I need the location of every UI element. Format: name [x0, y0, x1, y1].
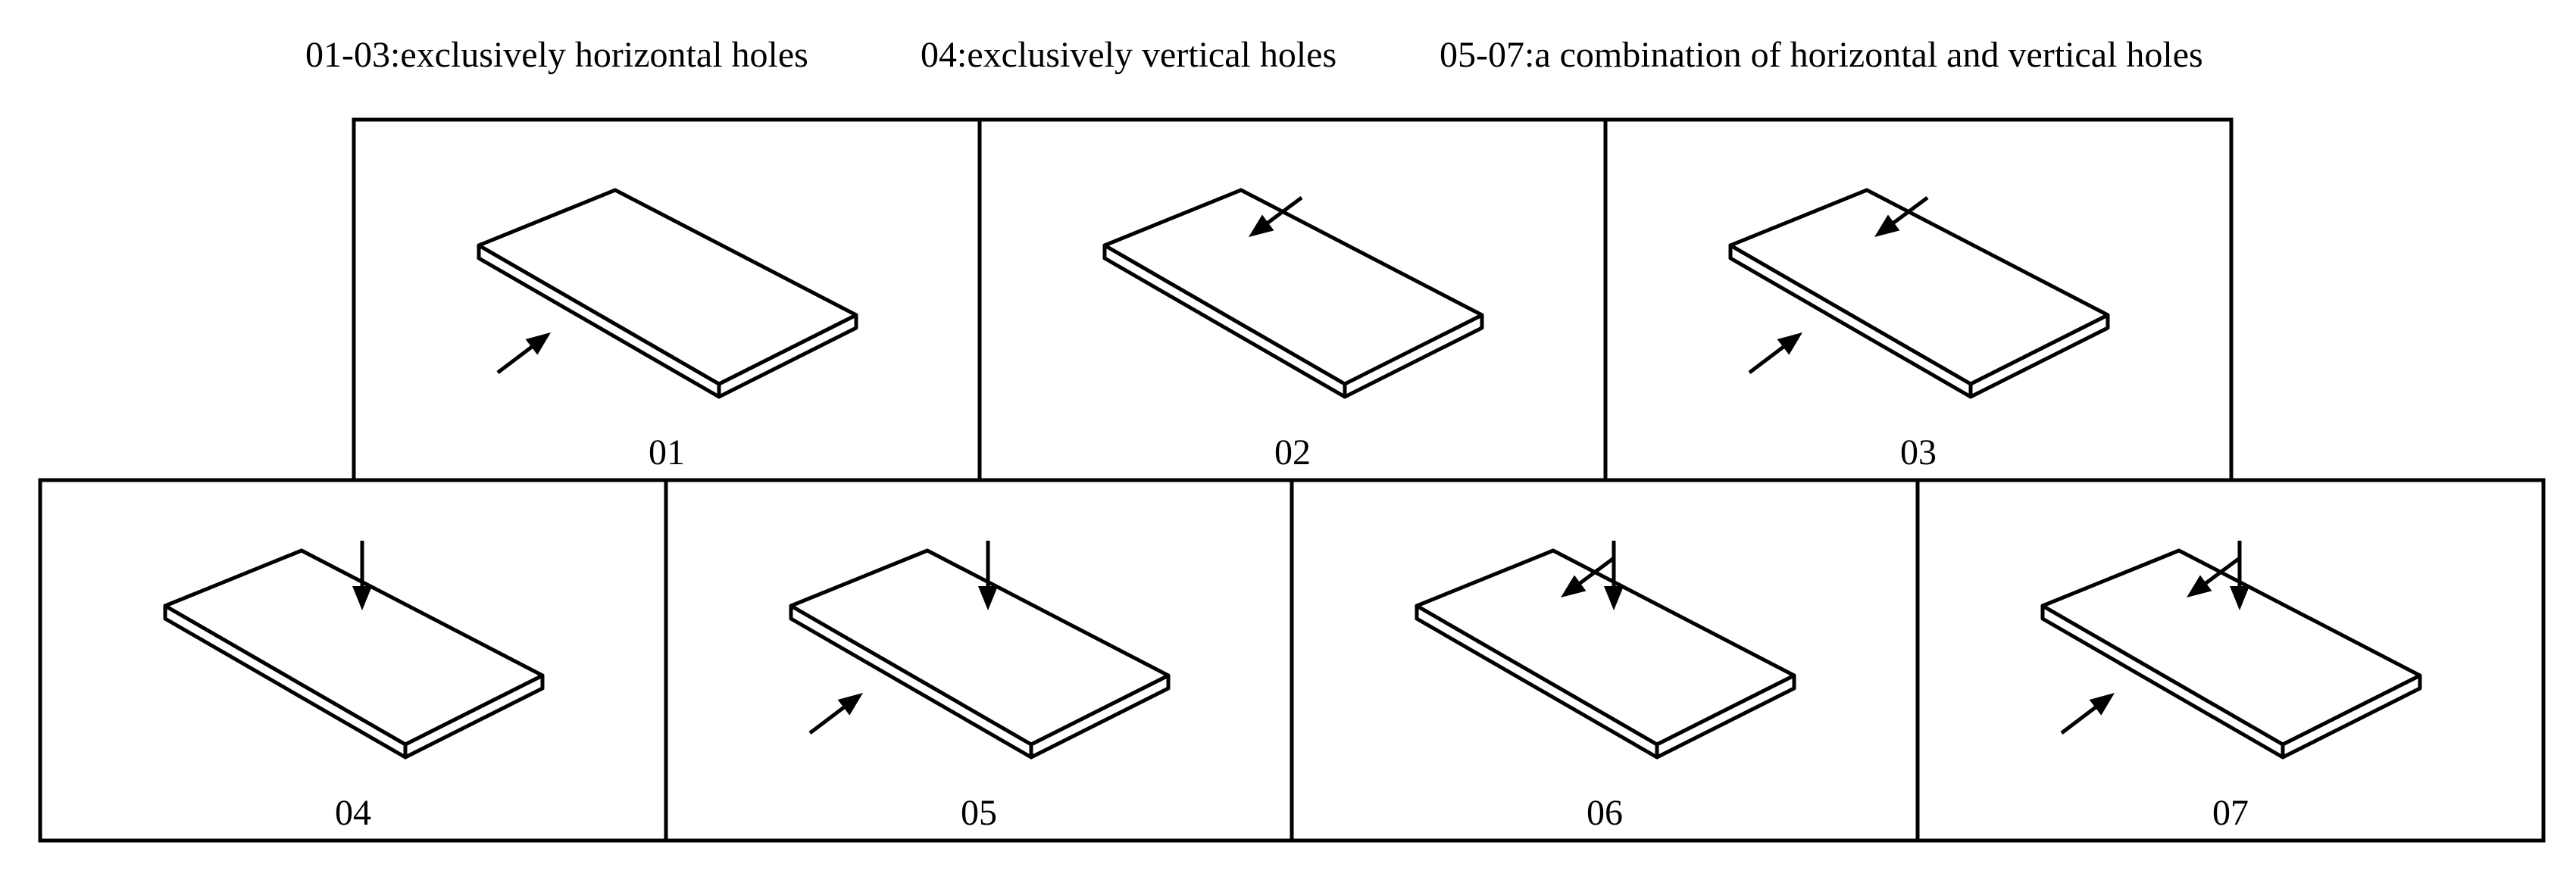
panel-label: 03 — [1900, 432, 1937, 473]
arrow-horizontal-front-head — [2089, 693, 2115, 716]
arrow-horizontal-back-shaft — [1891, 195, 1929, 226]
arrow-horizontal-back-shaft — [2203, 556, 2241, 586]
arrow-horizontal-front-shaft — [808, 705, 846, 735]
arrow-horizontal-front-shaft — [496, 345, 534, 374]
panel-01: 01 — [352, 117, 982, 482]
panel-07: 07 — [1915, 478, 2546, 843]
arrow-horizontal-front — [496, 332, 551, 374]
arrow-horizontal-back — [1561, 556, 1615, 597]
arrow-vertical — [1604, 541, 1624, 610]
plate-top-face — [2040, 548, 2422, 747]
panels: 01 02 03 04 05 06 07 — [38, 117, 2546, 843]
panel-label: 07 — [2212, 793, 2249, 833]
arrow-horizontal-back-head — [2187, 575, 2212, 597]
arrow-vertical-head — [978, 586, 998, 610]
arrow-horizontal-front-head — [525, 332, 551, 355]
arrow-horizontal-front — [808, 693, 863, 735]
plate-top-face — [1415, 548, 1796, 747]
plate — [789, 548, 1171, 760]
arrow-horizontal-back-head — [1561, 575, 1587, 597]
panel-03: 03 — [1603, 117, 2234, 482]
panel-02: 02 — [977, 117, 1608, 482]
arrow-vertical — [352, 541, 372, 610]
panel-label: 01 — [649, 432, 685, 473]
arrow-horizontal-back-head — [1249, 214, 1274, 237]
arrow-horizontal-front-head — [1777, 332, 1802, 355]
plate — [1102, 188, 1484, 399]
plate — [477, 188, 858, 399]
plate-top-face — [789, 548, 1171, 747]
arrow-horizontal-front — [2060, 693, 2115, 735]
arrow-horizontal-back — [1874, 195, 1929, 237]
arrow-horizontal-back-shaft — [1265, 195, 1303, 226]
arrow-horizontal-front-shaft — [1748, 345, 1786, 374]
arrow-horizontal-front-shaft — [2060, 705, 2098, 735]
arrow-vertical-head — [2230, 586, 2249, 610]
plate — [1415, 548, 1796, 760]
arrow-horizontal-front-head — [837, 693, 863, 716]
arrow-horizontal-back — [2187, 556, 2241, 597]
arrow-vertical-head — [352, 586, 372, 610]
plate-top-face — [477, 188, 858, 386]
panel-05: 05 — [664, 478, 1294, 843]
caption-combined-group: 05-07:a combination of horizontal and ve… — [1440, 35, 2203, 75]
caption-vertical-group: 04:exclusively vertical holes — [921, 35, 1336, 75]
plate — [2040, 548, 2422, 760]
panel-04: 04 — [38, 478, 668, 843]
arrow-horizontal-back-shaft — [1577, 556, 1615, 586]
panel-label: 06 — [1587, 793, 1623, 833]
arrow-vertical — [2230, 541, 2249, 610]
panel-label: 05 — [961, 793, 997, 833]
arrow-horizontal-front — [1748, 332, 1802, 374]
caption-horizontal-group: 01-03:exclusively horizontal holes — [305, 35, 808, 75]
plate — [1728, 188, 2110, 399]
plate-top-face — [163, 548, 545, 747]
arrow-vertical-head — [1604, 586, 1624, 610]
panel-label: 02 — [1274, 432, 1311, 473]
panel-06: 06 — [1290, 478, 1920, 843]
arrow-horizontal-back-head — [1874, 214, 1900, 237]
arrow-vertical — [978, 541, 998, 610]
panel-label: 04 — [335, 793, 371, 833]
arrow-horizontal-back — [1249, 195, 1303, 237]
panel-frame — [1915, 478, 2546, 843]
plate-top-face — [1102, 188, 1484, 386]
plate — [163, 548, 545, 760]
plate-top-face — [1728, 188, 2110, 386]
caption: 01-03:exclusively horizontal holes 04:ex… — [305, 35, 2203, 75]
